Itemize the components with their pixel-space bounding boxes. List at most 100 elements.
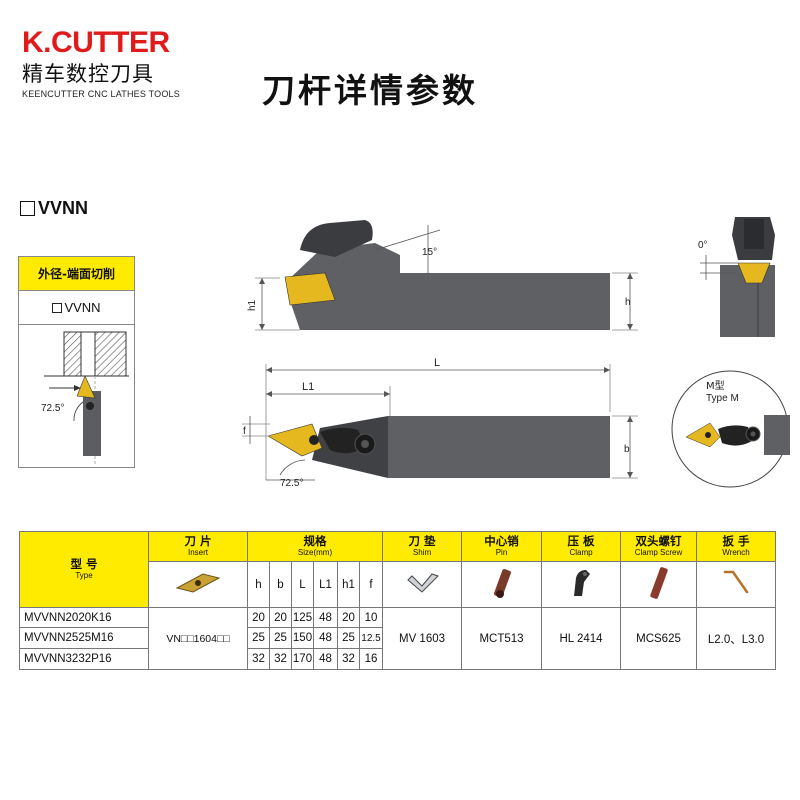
- end-angle-label: 0°: [698, 240, 708, 251]
- screw-image-cell: [620, 561, 697, 608]
- header-type-cn: 型 号: [70, 557, 98, 571]
- header-shim-cn: 刀 垫: [408, 534, 436, 548]
- brand-logo: K.CUTTER 精车数控刀具 KEENCUTTER CNC LATHES TO…: [22, 26, 222, 100]
- size-col-L1: L1: [313, 561, 338, 608]
- holder-side-view: h1 h 15°: [247, 220, 638, 331]
- row-dim: 20: [269, 607, 292, 628]
- side-panel-model: VVNN: [19, 291, 134, 325]
- row-dim: 20: [337, 607, 360, 628]
- row-dim: 48: [313, 648, 338, 670]
- header-insert-cn: 刀 片: [184, 534, 212, 548]
- side-angle-label: 72.5°: [41, 403, 64, 414]
- L-label: L: [434, 357, 440, 369]
- model-series-title: VVNN: [20, 198, 88, 219]
- row-dim: 48: [313, 607, 338, 628]
- header-wrench: 扳 手 Wrench: [696, 531, 776, 562]
- header-pin-en: Pin: [495, 548, 508, 557]
- type-m-detail: M型 Type M: [671, 370, 790, 488]
- side-panel-model-label: VVNN: [64, 300, 101, 315]
- shim-icon: [407, 573, 439, 593]
- clamp-icon: [574, 570, 590, 596]
- shim-image-cell: [382, 561, 462, 608]
- header-clamp-screw: 双头螺钉 Clamp Screw: [620, 531, 697, 562]
- logo-brand-text: K.CUTTER: [22, 26, 170, 59]
- pin-icon: [493, 569, 511, 598]
- holder-top-view: L L1 f b 72.5°: [242, 357, 638, 489]
- clamp-screw-icon: [649, 567, 668, 599]
- header-insert-en: Insert: [187, 548, 208, 557]
- h1-label: h1: [247, 299, 258, 311]
- header-wrench-en: Wrench: [722, 548, 750, 557]
- holder-end-view: 0°: [698, 217, 775, 337]
- row-dim: 125: [291, 607, 314, 628]
- row-dim: 32: [269, 648, 292, 670]
- row-dim: 10: [359, 607, 383, 628]
- size-col-b: b: [269, 561, 292, 608]
- page-title: 刀杆详情参数: [262, 71, 478, 110]
- insert-value: VN□□1604□□: [148, 607, 248, 670]
- row-dim: 32: [337, 648, 360, 670]
- pin-value: MCT513: [461, 607, 542, 670]
- h-label: h: [625, 297, 631, 308]
- header-insert: 刀 片 Insert: [148, 531, 248, 562]
- header-type-en: Type: [75, 571, 93, 580]
- row-model: MVVNN2020K16: [19, 607, 149, 628]
- row-dim: 25: [269, 627, 292, 649]
- clamp-image-cell: [541, 561, 621, 608]
- insert-image-cell: [148, 561, 248, 608]
- header-size-cn: 规格: [303, 534, 327, 548]
- size-col-h1: h1: [337, 561, 360, 608]
- wrench-value: L2.0、L3.0: [696, 607, 776, 670]
- row-dim: 25: [247, 627, 270, 649]
- type-m-cn-label: M型: [706, 379, 725, 392]
- row-dim: 32: [247, 648, 270, 670]
- row-dim: 12.5: [359, 627, 383, 649]
- header-shim: 刀 垫 Shim: [382, 531, 462, 562]
- shim-value: MV 1603: [382, 607, 462, 670]
- b-label: b: [624, 444, 630, 455]
- row-model: MVVNN2525M16: [19, 627, 149, 649]
- f-label: f: [243, 426, 246, 437]
- header-clamp-en: Clamp: [569, 548, 593, 557]
- row-dim: 16: [359, 648, 383, 670]
- header-wrench-cn: 扳 手: [722, 534, 750, 548]
- row-dim: 20: [247, 607, 270, 628]
- header-pin-cn: 中心销: [484, 534, 519, 548]
- row-dim: 150: [291, 627, 314, 649]
- wrench-image-cell: [696, 561, 776, 608]
- row-model: MVVNN3232P16: [19, 648, 149, 670]
- header-size-en: Size(mm): [297, 548, 333, 557]
- square-icon: [52, 302, 63, 313]
- side-angle-15-label: 15°: [422, 247, 437, 258]
- row-dim: 170: [291, 648, 314, 670]
- wrench-icon: [723, 570, 749, 594]
- top-angle-label: 72.5°: [280, 478, 303, 489]
- L1-label: L1: [302, 381, 314, 393]
- size-col-f: f: [359, 561, 383, 608]
- insert-icon: [175, 573, 221, 593]
- header-size: 规格 Size(mm): [247, 531, 383, 562]
- header-type: 型 号 Type: [19, 531, 149, 608]
- pin-image-cell: [461, 561, 542, 608]
- side-panel-header: 外径-端面切削: [19, 257, 134, 291]
- row-dim: 25: [337, 627, 360, 649]
- header-clamp-screw-en: Clamp Screw: [634, 548, 683, 557]
- header-shim-en: Shim: [412, 548, 432, 557]
- spec-table: 型 号 Type 刀 片 Insert 规格 Size(mm) 刀 垫 Shim…: [19, 531, 776, 670]
- size-col-L: L: [291, 561, 314, 608]
- header-pin: 中心销 Pin: [461, 531, 542, 562]
- clamp-value: HL 2414: [541, 607, 621, 670]
- logo-chinese-text: 精车数控刀具: [22, 62, 154, 86]
- logo-english-text: KEENCUTTER CNC LATHES TOOLS: [22, 89, 180, 99]
- size-col-h: h: [247, 561, 270, 608]
- side-panel: 外径-端面切削 VVNN 72.5°: [18, 256, 135, 468]
- header-clamp-screw-cn: 双头螺钉: [635, 534, 682, 548]
- checkbox-square-icon: [20, 201, 35, 216]
- row-dim: 48: [313, 627, 338, 649]
- type-m-en-label: Type M: [706, 393, 739, 404]
- cutting-direction-diagram: 72.5°: [41, 331, 129, 466]
- model-series-label: VVNN: [38, 198, 89, 218]
- header-clamp-cn: 压 板: [567, 534, 595, 548]
- clamp-screw-value: MCS625: [620, 607, 697, 670]
- header-clamp: 压 板 Clamp: [541, 531, 621, 562]
